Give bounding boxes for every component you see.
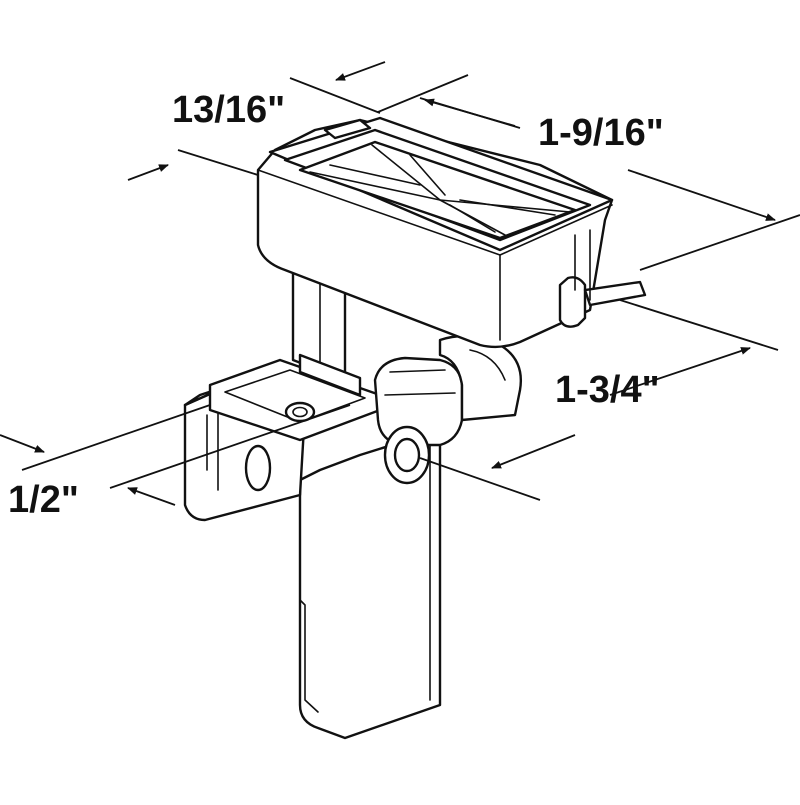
dimension-depth-label: 13/16"	[172, 89, 285, 131]
bracket-leg	[298, 428, 442, 740]
dimension-height-label: 1-3/4"	[555, 369, 660, 411]
pivot-hole	[393, 437, 421, 473]
screw-hole	[284, 401, 316, 423]
dimension-1-2: 1/2"	[0, 404, 351, 521]
pivot-hinge	[373, 334, 522, 485]
dimension-1-9-16: 1-9/16"	[419, 97, 800, 271]
clip-tab	[583, 280, 647, 307]
mounting-hole	[244, 444, 272, 492]
dimension-width-label: 1-9/16"	[538, 112, 664, 154]
dimension-thickness-label: 1/2"	[8, 479, 79, 521]
dimension-1-3-4: 1-3/4"	[419, 299, 779, 501]
side-clip	[558, 276, 587, 328]
upper-housing	[256, 116, 647, 349]
dimension-13-16: 13/16"	[127, 61, 469, 181]
